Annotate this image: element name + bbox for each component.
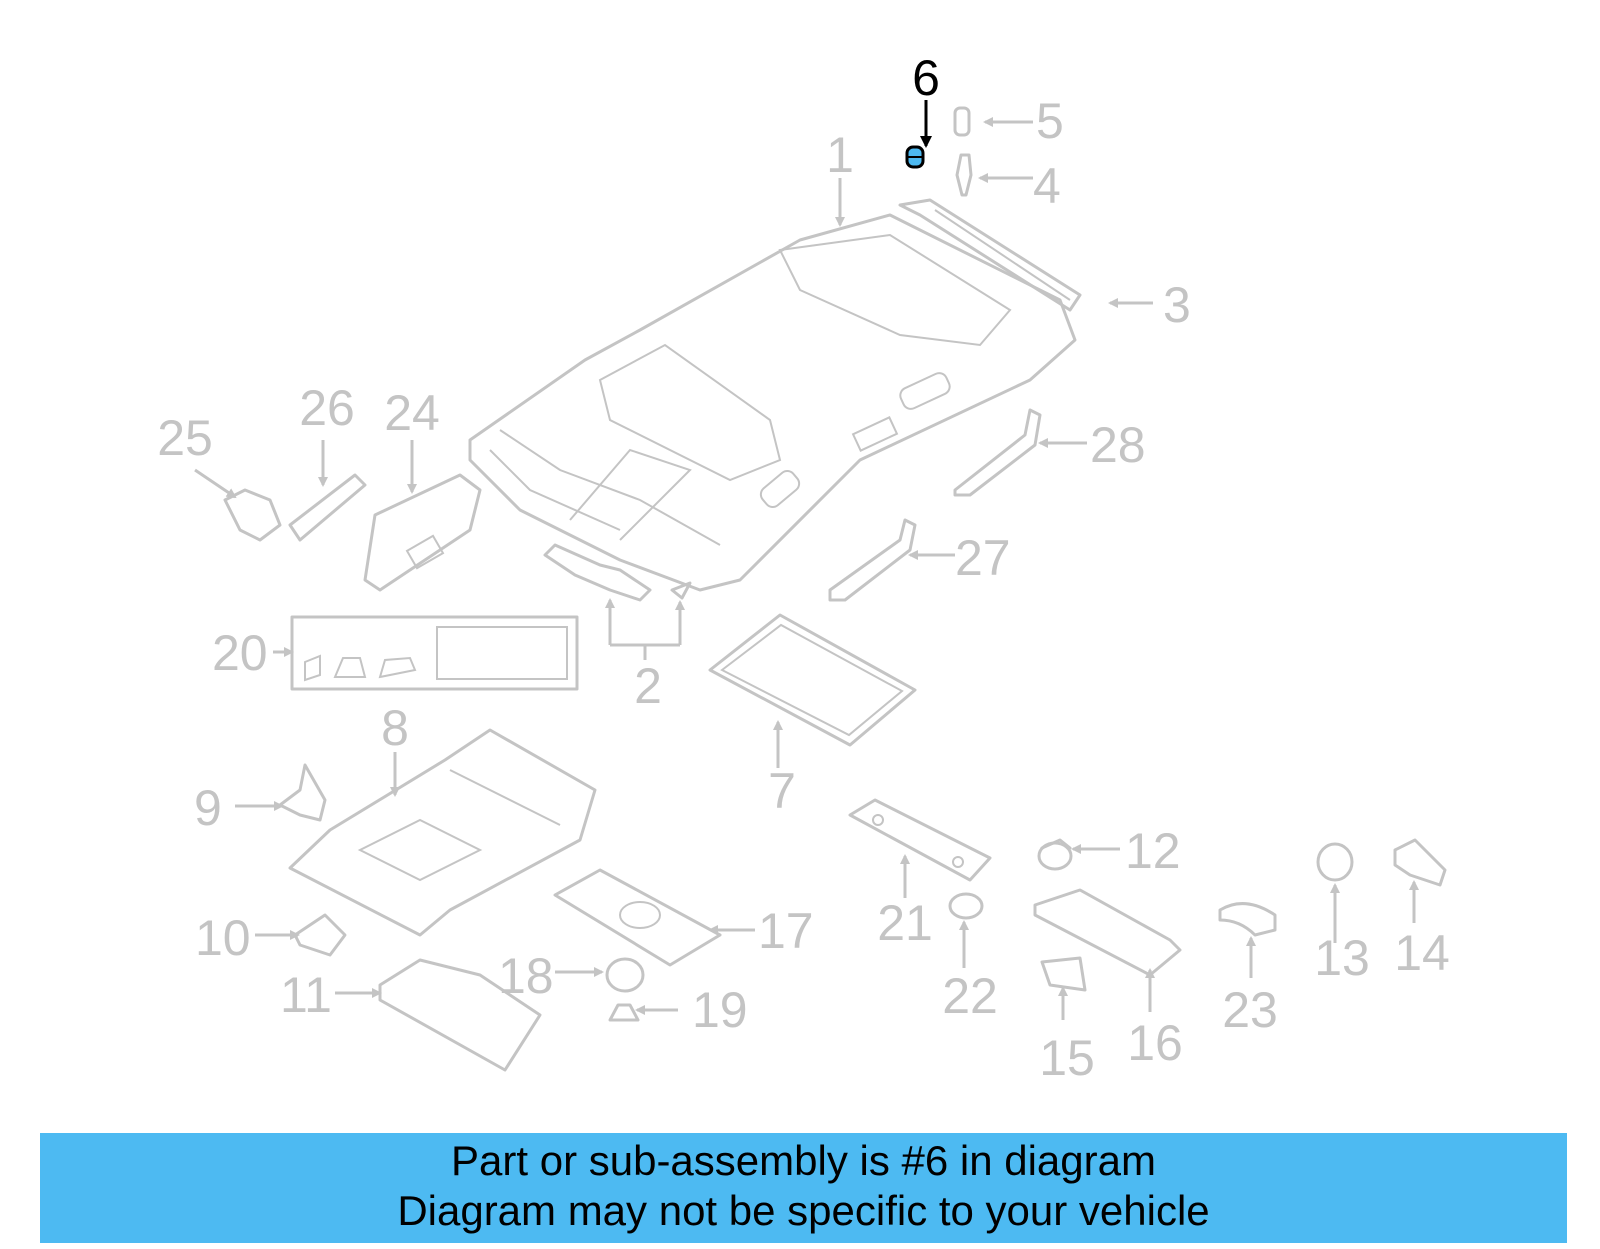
highlighted-part-6 <box>905 145 925 169</box>
bracket-part-25 <box>223 488 282 542</box>
grommet-part-13 <box>1316 842 1354 882</box>
callout-17: 17 <box>758 903 814 959</box>
callout-3: 3 <box>1163 277 1191 333</box>
bracket-part-2 <box>543 543 692 660</box>
callout-8: 8 <box>381 700 409 756</box>
callout-7: 7 <box>768 763 796 819</box>
callout-4: 4 <box>1033 158 1061 214</box>
callout-16: 16 <box>1127 1015 1183 1071</box>
bracket-part-23 <box>1218 902 1277 937</box>
callout-28: 28 <box>1090 417 1146 473</box>
callout-9: 9 <box>194 780 222 836</box>
banner-line-disclaimer: Diagram may not be specific to your vehi… <box>397 1187 1210 1234</box>
small-bracket-part-10 <box>293 913 347 957</box>
callout-21: 21 <box>877 895 933 951</box>
clip-part-4 <box>955 153 973 197</box>
callout-12: 12 <box>1125 823 1181 879</box>
callout-22: 22 <box>942 968 998 1024</box>
control-panel-part <box>290 615 579 691</box>
trim-strip-part <box>1033 888 1182 977</box>
callout-24: 24 <box>384 385 440 441</box>
callout-6: 6 <box>912 50 940 106</box>
roof-rail-part <box>898 198 1082 312</box>
callout-14: 14 <box>1394 925 1450 981</box>
pad-part-15 <box>1040 956 1087 992</box>
leader-arrows <box>194 117 1419 1020</box>
insulator-pad-part <box>553 868 722 967</box>
callout-18: 18 <box>498 948 554 1004</box>
sun-visor-part <box>363 473 482 592</box>
wire-clip-part <box>278 763 327 822</box>
callout-labels: 6 1 5 4 3 28 27 25 26 24 20 2 8 7 9 10 1… <box>157 50 1450 1086</box>
plug-part-18 <box>605 957 645 993</box>
headliner-part <box>468 213 1077 592</box>
strip-part-21 <box>848 798 992 882</box>
callout-1: 1 <box>826 127 854 183</box>
callout-23: 23 <box>1222 982 1278 1038</box>
grab-handle-part-27 <box>828 518 917 602</box>
banner-line-part-info: Part or sub-assembly is #6 in diagram <box>451 1137 1156 1184</box>
cap-part-5 <box>953 106 971 137</box>
callout-10: 10 <box>195 910 251 966</box>
overhead-console-part <box>288 728 597 937</box>
callout-13: 13 <box>1314 930 1370 986</box>
cap-part-22 <box>948 892 984 920</box>
callout-5: 5 <box>1036 93 1064 149</box>
bulb-holder-part <box>1037 838 1073 871</box>
lamp-lens-part <box>288 473 367 542</box>
callout-20: 20 <box>212 625 268 681</box>
clip-part-14 <box>1393 838 1447 887</box>
sunroof-glass-part <box>708 613 917 747</box>
cover-box-part <box>378 958 542 1072</box>
callout-19: 19 <box>692 982 748 1038</box>
callout-27: 27 <box>955 530 1011 586</box>
callout-26: 26 <box>299 380 355 436</box>
clip-part-19 <box>608 1003 640 1022</box>
info-banner: Part or sub-assembly is #6 in diagram Di… <box>40 1133 1567 1243</box>
grab-handle-part-28 <box>953 408 1042 497</box>
callout-25: 25 <box>157 410 213 466</box>
callout-2: 2 <box>634 658 662 714</box>
callout-11: 11 <box>280 967 332 1023</box>
callout-15: 15 <box>1039 1030 1095 1086</box>
